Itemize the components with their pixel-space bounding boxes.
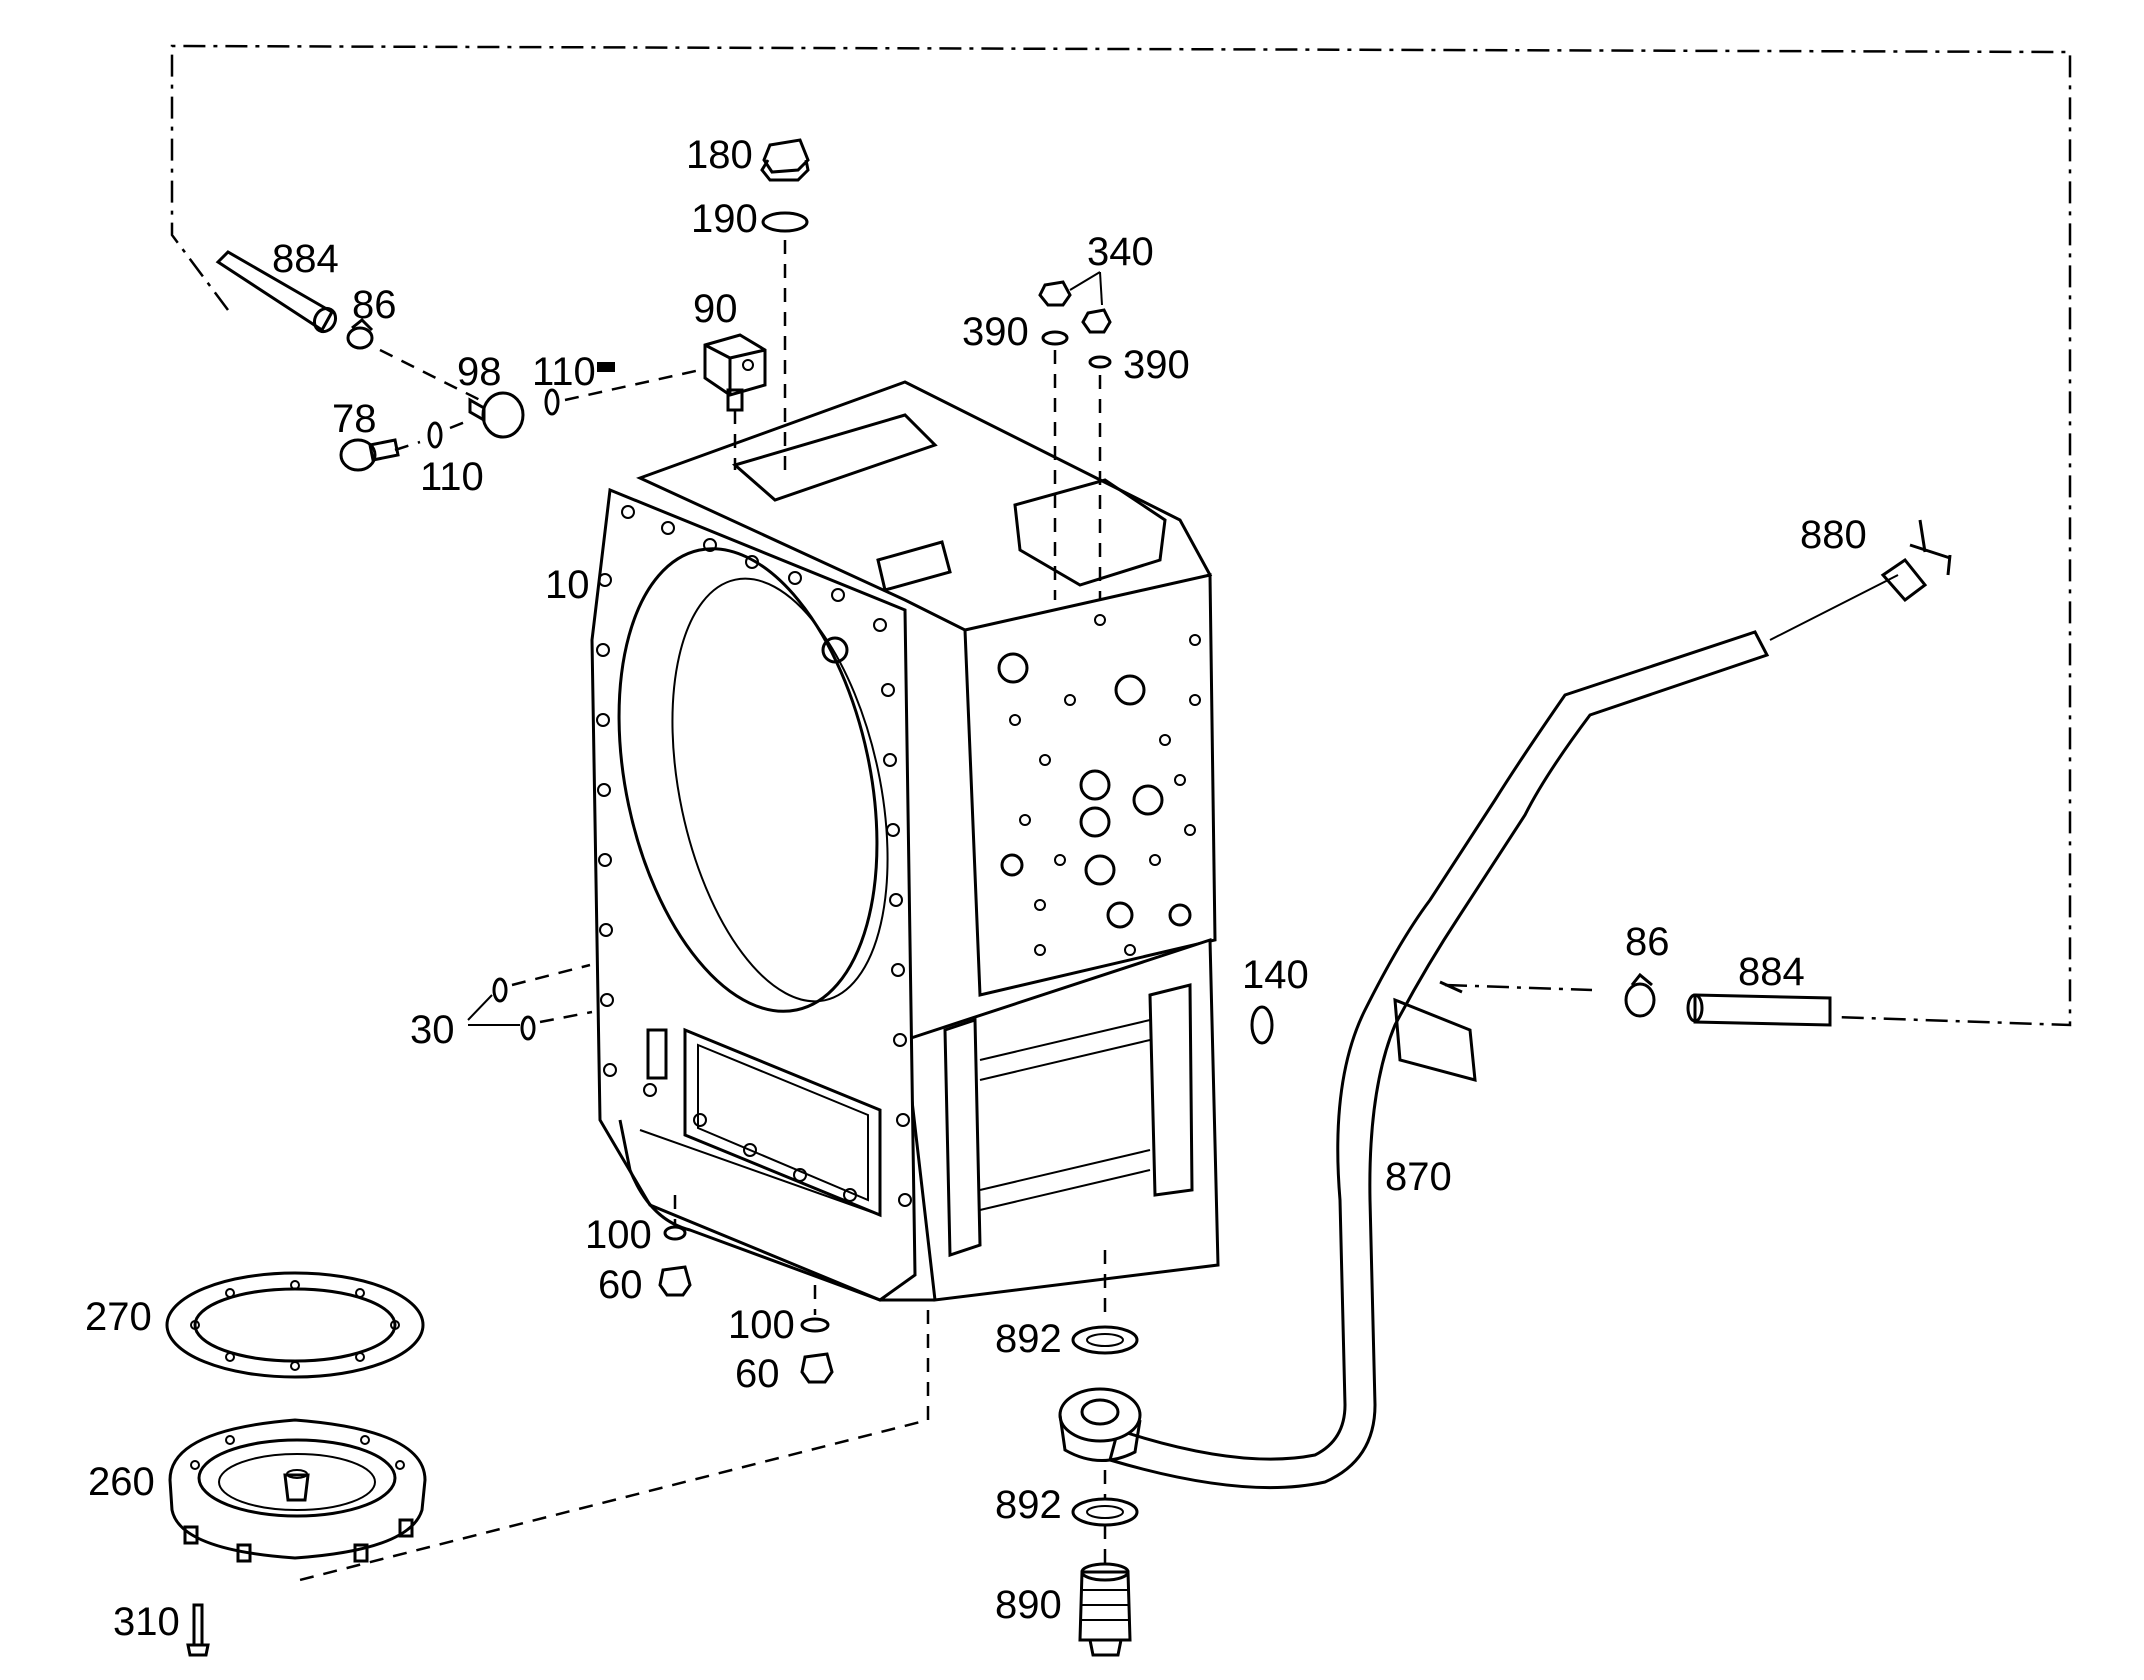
- callout-270: 270: [85, 1295, 152, 1339]
- seal-ring-892-lower: [1071, 1497, 1139, 1527]
- pipe-part-884-left: [215, 250, 338, 334]
- callout-110-upper: 110: [532, 350, 596, 394]
- plug-part-78: [339, 438, 400, 472]
- callout-884-left: 884: [272, 237, 339, 281]
- callout-892-lower: 892: [995, 1483, 1062, 1527]
- callout-870: 870: [1385, 1155, 1452, 1199]
- callout-labels: 884 86 98 110 78 110 90 180 190 340 390 …: [85, 133, 1867, 1644]
- seal-part-100-right: [800, 1317, 830, 1333]
- hose-clamp-part-86-right: [1624, 972, 1656, 1018]
- frame-connection-lines: [170, 44, 2072, 1584]
- breather-part-180: [760, 138, 810, 182]
- callout-10: 10: [545, 563, 590, 607]
- hose-clamp-part-86-left: [346, 317, 374, 350]
- plug-part-340-right: [1081, 308, 1112, 334]
- seal-ring-892-upper: [1071, 1325, 1139, 1355]
- callout-30: 30: [410, 1008, 455, 1052]
- callout-98: 98: [457, 350, 502, 394]
- banjo-fitting: [1058, 1387, 1142, 1462]
- bolt-part-310: [186, 1603, 210, 1657]
- callout-86-left: 86: [352, 283, 397, 327]
- callout-390-left: 390: [962, 310, 1029, 354]
- callout-890: 890: [995, 1583, 1062, 1627]
- plug-part-340-left: [1038, 280, 1072, 307]
- seal-part-110-lower: [427, 421, 443, 449]
- callout-260: 260: [88, 1460, 155, 1504]
- seal-part-140: [1250, 1005, 1274, 1045]
- dipstick-tube-part-870: [1108, 519, 1952, 1490]
- callout-60-left: 60: [598, 1263, 643, 1307]
- plug-part-60-right: [800, 1352, 834, 1384]
- callout-880: 880: [1800, 513, 1867, 557]
- callout-110-lower: 110: [420, 455, 484, 499]
- flange-bolt-holes: [596, 505, 912, 1207]
- callout-90: 90: [693, 287, 738, 331]
- o-ring-part-30-upper: [492, 977, 508, 1003]
- housing-part-10: [590, 380, 1220, 1320]
- seal-part-190: [761, 211, 809, 233]
- callout-100-left: 100: [585, 1213, 652, 1257]
- callout-86-right: 86: [1625, 920, 1670, 964]
- seal-part-110-upper: [544, 388, 560, 416]
- callout-892-upper: 892: [995, 1317, 1062, 1361]
- callout-884-right: 884: [1738, 950, 1805, 994]
- pressure-switch-part-90: [703, 333, 767, 412]
- callout-180: 180: [686, 133, 753, 177]
- callout-340: 340: [1087, 230, 1154, 274]
- screen-part-890: [1078, 1562, 1132, 1657]
- gasket-part-270: [165, 1271, 425, 1379]
- valve-plate-holes: [997, 614, 1201, 956]
- callout-310: 310: [113, 1600, 180, 1644]
- callout-390-right: 390: [1123, 343, 1190, 387]
- cover-plate-part-260: [168, 1418, 427, 1563]
- seal-part-100-left: [663, 1225, 687, 1241]
- callout-60-right: 60: [735, 1352, 780, 1396]
- o-ring-part-30-lower: [520, 1015, 536, 1041]
- callout-100-right: 100: [728, 1303, 795, 1347]
- callout-190: 190: [691, 197, 758, 241]
- seal-part-390-left: [1041, 330, 1069, 346]
- callout-78: 78: [332, 397, 377, 441]
- seal-part-390-right: [1088, 355, 1112, 369]
- banjo-part-98: [468, 391, 525, 439]
- plug-part-60-left: [658, 1265, 692, 1297]
- callout-140: 140: [1242, 953, 1309, 997]
- pipe-part-884-right: [1686, 993, 1832, 1027]
